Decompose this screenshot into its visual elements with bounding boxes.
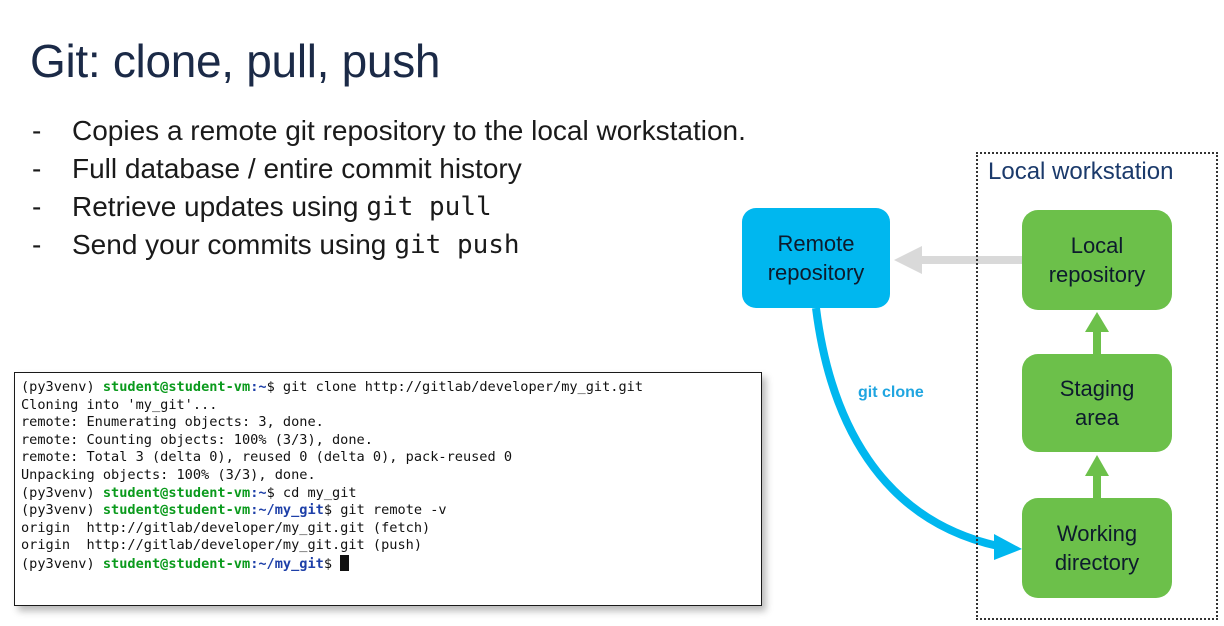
terminal-output-line: remote: Enumerating objects: 3, done. [21,414,324,431]
stage-to-local-arrow [1085,312,1109,354]
bullet-code: git push [394,230,520,260]
bullet-code: git pull [366,192,492,222]
prompt-user: student@student-vm [102,484,251,501]
prompt-env: (py3venv) [21,379,95,395]
terminal-output-line: remote: Counting objects: 100% (3/3), do… [21,431,373,448]
local-repository-box: Local repository [1022,210,1172,310]
local-workstation-boundary [976,152,1218,620]
push-arrow [894,246,1022,274]
terminal-output-line: remote: Total 3 (delta 0), reused 0 (del… [21,449,513,466]
prompt-user: student@student-vm [102,555,251,572]
git-clone-label: git clone [858,384,924,401]
bullet-dash: - [32,153,42,184]
clone-arrow [812,307,1022,560]
terminal-line: (py3venv) student@student-vm:~/my_git$ [21,554,755,574]
staging-area-box: Staging area [1022,354,1172,452]
terminal-output-line: origin http://gitlab/developer/my_git.gi… [21,537,423,554]
bullet-item: - Send your commits using git push [32,226,746,264]
bullet-dash: - [32,191,42,222]
prompt-env: (py3venv) [21,555,95,572]
working-directory-box: Working directory [1022,498,1172,598]
bullet-text: Retrieve updates using [72,191,359,222]
terminal-line: (py3venv) student@student-vm:~/my_git$ g… [21,502,755,520]
bullet-list: - Copies a remote git repository to the … [32,112,746,264]
slide-title: Git: clone, pull, push [30,35,441,87]
bullet-dash: - [32,115,42,146]
terminal-output-line: Unpacking objects: 100% (3/3), done. [21,466,316,483]
prompt-path: :~ [250,379,267,395]
prompt-user: student@student-vm [102,379,251,395]
prompt-user: student@student-vm [102,502,251,519]
prompt-env: (py3venv) [21,502,95,519]
bullet-dash: - [32,229,42,260]
terminal-output-line: origin http://gitlab/developer/my_git.gi… [21,519,431,536]
bullet-item: - Retrieve updates using git pull [32,188,746,226]
terminal-output-line: Cloning into 'my_git'... [21,396,218,413]
bullet-item: - Full database / entire commit history [32,150,746,188]
prompt-env: (py3venv) [21,484,95,501]
bullet-text: Full database / entire commit history [72,153,522,184]
prompt-path: :~ [250,484,267,501]
remote-repository-box: Remote repository [742,208,890,308]
terminal-command: $ cd my_git [266,484,357,501]
local-workstation-label: Local workstation [988,158,1174,185]
prompt-path: :~/my_git [250,502,324,519]
terminal-cursor [340,554,350,571]
bullet-text: Copies a remote git repository to the lo… [72,115,746,146]
prompt-path: :~/my_git [250,555,324,572]
terminal-line: (py3venv) student@student-vm:~$ cd my_gi… [21,485,755,503]
bullet-text: Send your commits using [72,229,387,260]
terminal-command: $ git remote -v [323,502,447,519]
terminal-command: $ [323,555,341,572]
terminal-line: (py3venv) student@student-vm:~$ git clon… [21,379,755,397]
working-to-stage-arrow [1085,455,1109,498]
bullet-item: - Copies a remote git repository to the … [32,112,746,150]
terminal-window[interactable]: (py3venv) student@student-vm:~$ git clon… [14,372,762,606]
terminal-command: $ git clone http://gitlab/developer/my_g… [266,379,644,395]
